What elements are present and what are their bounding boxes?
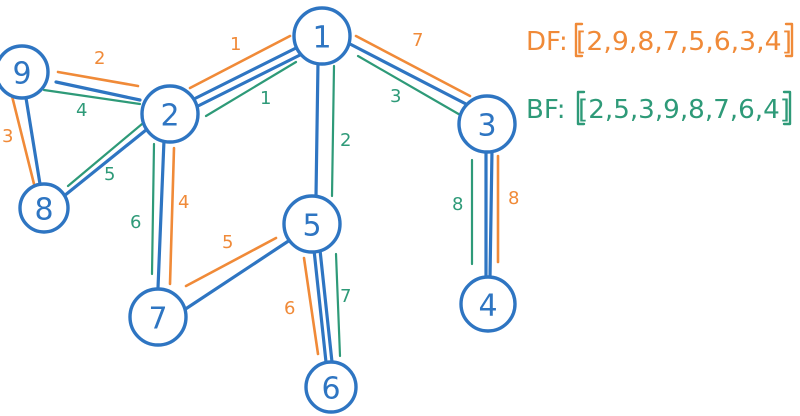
- bf-stroke-5-6: [334, 252, 342, 358]
- edge-1-2: [194, 46, 298, 100]
- df-legend-brackets: [574, 22, 794, 58]
- node-6-label: 6: [321, 372, 340, 407]
- bf-label-1-3: 3: [390, 86, 401, 107]
- node-7-label: 7: [148, 302, 167, 337]
- bf-stroke-1-2: [204, 60, 298, 118]
- edge-7-5: [182, 238, 292, 312]
- bf-label-8-2: 5: [104, 164, 115, 185]
- df-stroke-9-8: [10, 94, 36, 186]
- node-1-label: 1: [312, 21, 331, 56]
- bf-stroke-9-2: [42, 88, 142, 106]
- bf-stroke-1-5: [330, 64, 336, 198]
- df-label-3-4: 8: [508, 188, 519, 209]
- node-2-circle: [140, 84, 200, 144]
- node-9-circle: [0, 44, 50, 100]
- node-5-label: 5: [302, 209, 321, 244]
- bf-legend-label: BF:: [526, 95, 566, 125]
- df-stroke-9-2: [56, 70, 140, 88]
- bf-legend-sequence: [2,5,3,9,8,7,6,4]: [578, 95, 790, 125]
- node-8-label: 8: [34, 193, 53, 228]
- node-6-circle: [304, 360, 358, 414]
- edge-3-4b: [488, 148, 494, 280]
- node-8-circle: [18, 182, 70, 234]
- bf-label-2-7: 6: [130, 212, 141, 233]
- node-9-label: 9: [12, 57, 31, 92]
- edge-5-6b: [318, 248, 334, 364]
- df-label-1-3: 7: [412, 30, 423, 51]
- bf-stroke-8-2: [66, 122, 144, 188]
- df-label-9-2: 2: [94, 48, 105, 69]
- bf-label-9-2: 4: [76, 100, 87, 121]
- edge-9-2: [54, 80, 142, 102]
- df-label-7-5: 5: [222, 232, 233, 253]
- node-5-circle: [282, 194, 342, 254]
- edge-2-7: [156, 138, 166, 290]
- node-3-circle: [457, 94, 517, 154]
- df-stroke-1-2: [188, 34, 292, 90]
- edge-8-2: [62, 128, 148, 198]
- edge-1-5: [314, 60, 320, 198]
- df-stroke-7-5: [184, 236, 278, 288]
- df-stroke-2-7: [168, 146, 176, 286]
- df-legend-label: DF:: [526, 27, 568, 57]
- df-label-2-7: 4: [178, 192, 189, 213]
- node-1-circle: [292, 6, 352, 66]
- bf-label-5-6: 7: [340, 286, 351, 307]
- df-label-1-2: 1: [230, 34, 241, 55]
- df-label-9-8: 3: [2, 126, 13, 147]
- bf-stroke-1-3: [356, 54, 464, 118]
- node-4-label: 4: [478, 289, 497, 324]
- df-stroke-5-6: [302, 256, 320, 356]
- df-label-5-6: 6: [284, 298, 295, 319]
- node-2-label: 2: [160, 99, 179, 134]
- bf-legend-brackets: [576, 90, 792, 126]
- edge-1-3: [348, 42, 468, 106]
- bf-label-3-4: 8: [452, 194, 463, 215]
- edge-9-8: [24, 96, 42, 186]
- df-stroke-1-3: [354, 34, 472, 98]
- node-3-label: 3: [477, 109, 496, 144]
- bf-stroke-2-7: [150, 142, 156, 276]
- edge-5-6: [312, 248, 328, 364]
- node-7-circle: [128, 287, 188, 347]
- df-legend-sequence: [2,9,8,7,5,6,3,4]: [576, 27, 792, 57]
- bf-label-1-2: 1: [260, 88, 271, 109]
- bf-label-1-5: 2: [340, 130, 351, 151]
- node-4-circle: [459, 275, 517, 333]
- edge-1-2b: [196, 53, 302, 108]
